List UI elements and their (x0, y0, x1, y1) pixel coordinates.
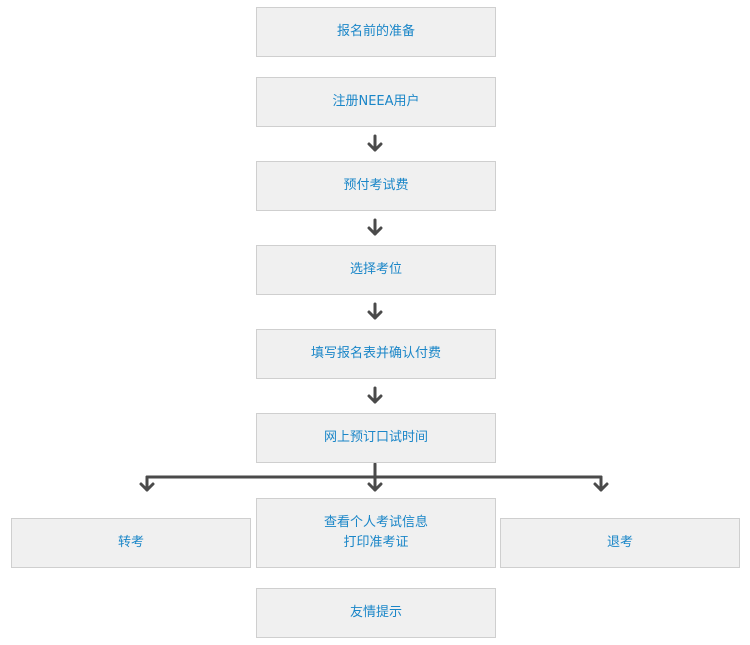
branch-connector (139, 462, 609, 492)
step-book-oral-test[interactable]: 网上预订口试时间 (256, 413, 496, 463)
step-label: 退考 (606, 535, 633, 550)
step-fill-form-confirm-payment[interactable]: 填写报名表并确认付费 (256, 329, 496, 379)
step-label: 注册NEEA用户 (332, 94, 420, 109)
step-register-neea-user[interactable]: 注册NEEA用户 (256, 77, 496, 127)
branch-withdraw[interactable]: 退考 (500, 518, 740, 568)
down-arrow-icon (367, 386, 383, 404)
step-label-line-1: 查看个人考试信息 (323, 515, 428, 530)
step-prepay-exam-fee[interactable]: 预付考试费 (256, 161, 496, 211)
step-label: 填写报名表并确认付费 (310, 346, 441, 361)
step-label: 友情提示 (349, 605, 402, 620)
step-preparation[interactable]: 报名前的准备 (256, 7, 496, 57)
branch-transfer[interactable]: 转考 (11, 518, 251, 568)
step-label: 选择考位 (349, 262, 402, 277)
down-arrow-icon (367, 218, 383, 236)
step-label-line-2: 打印准考证 (343, 535, 409, 550)
step-label: 报名前的准备 (336, 24, 415, 39)
step-select-seat[interactable]: 选择考位 (256, 245, 496, 295)
down-arrow-icon (367, 134, 383, 152)
step-label: 预付考试费 (343, 178, 409, 193)
branch-view-info-print-ticket[interactable]: 查看个人考试信息 打印准考证 (256, 498, 496, 568)
down-arrow-icon (367, 302, 383, 320)
step-label: 转考 (117, 535, 144, 550)
step-label: 网上预订口试时间 (323, 430, 428, 445)
step-friendly-tips[interactable]: 友情提示 (256, 588, 496, 638)
